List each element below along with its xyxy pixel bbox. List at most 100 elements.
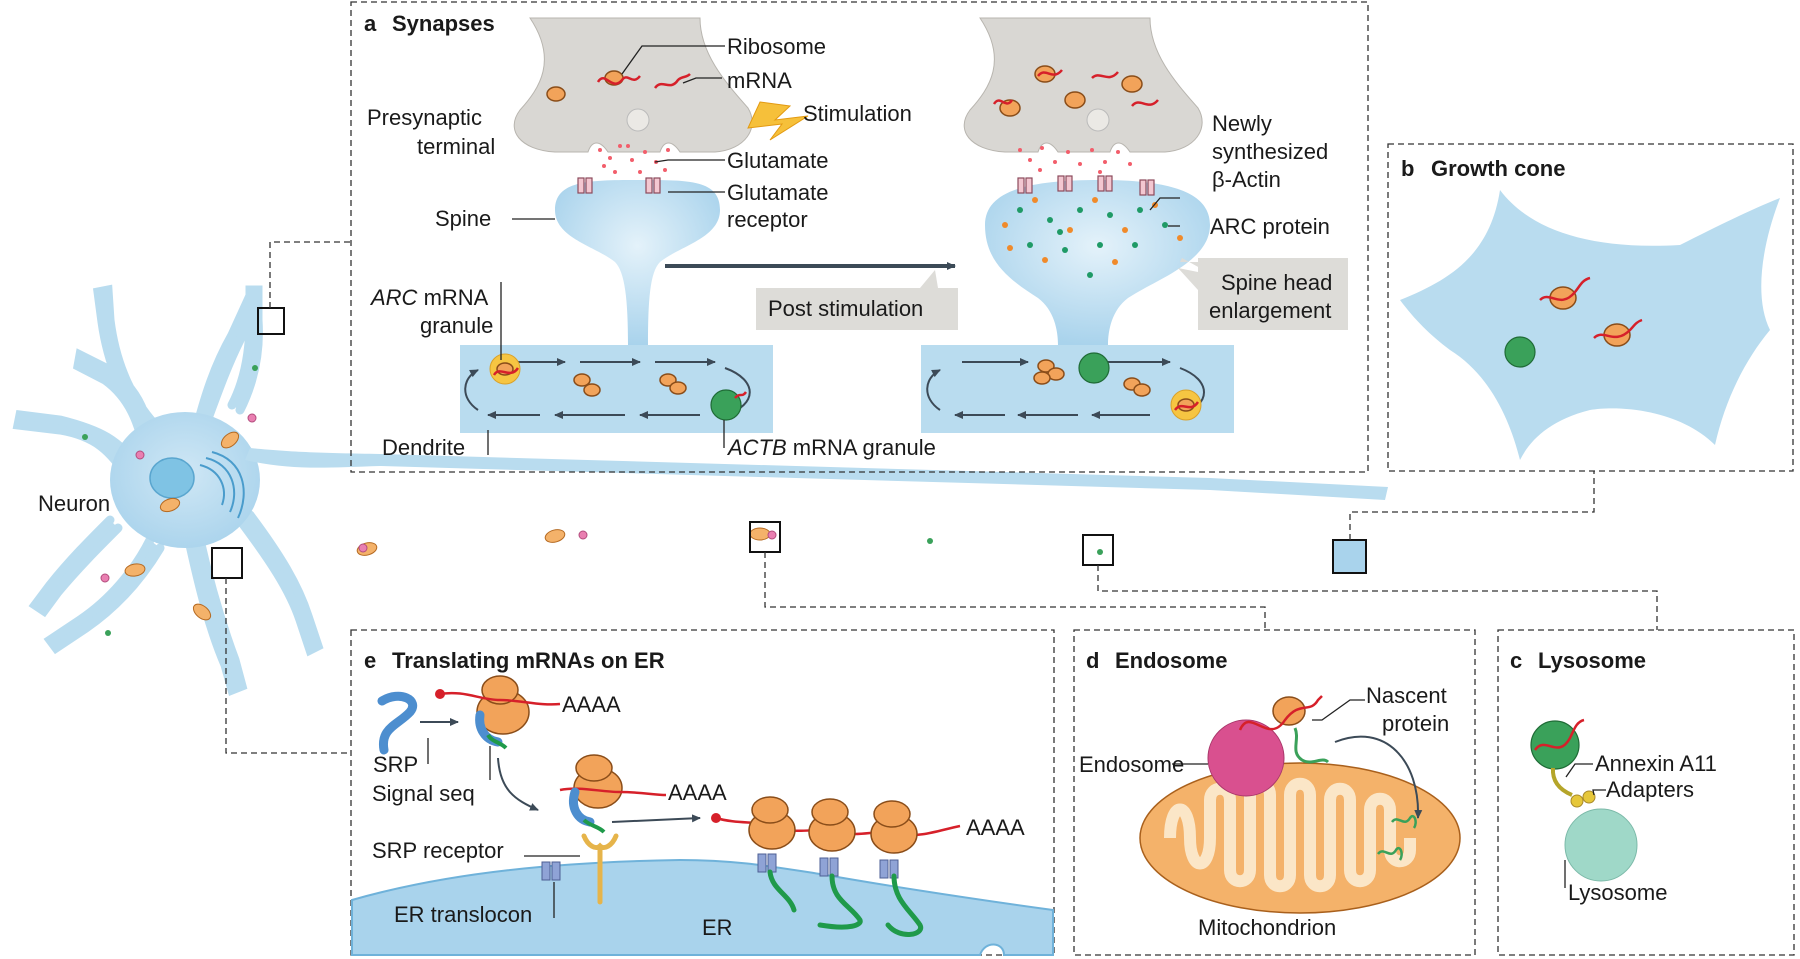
panel-b-letter: b	[1401, 156, 1414, 181]
label-endosome: Endosome	[1079, 752, 1184, 777]
zoom-box-er	[211, 547, 243, 579]
label-mrna: mRNA	[727, 68, 792, 93]
panel-e-letter: e	[364, 648, 376, 673]
vesicles-neuron	[100, 413, 777, 583]
label-lysosome: Lysosome	[1568, 880, 1667, 905]
label-dendrite: Dendrite	[382, 435, 465, 460]
arc-granule-right	[1170, 389, 1202, 421]
spine-enlargement-label-2: enlargement	[1209, 298, 1331, 323]
glutamate-receptors-left	[577, 177, 661, 194]
label-arc-granule-2: granule	[420, 313, 493, 338]
label-presynaptic-2: terminal	[417, 134, 495, 159]
connectors	[225, 241, 1658, 754]
panel-e-border	[350, 629, 1055, 956]
zoom-box-synapse	[257, 307, 285, 335]
ribosomes-dendrite-left	[573, 373, 687, 397]
label-annexin: Annexin A11	[1595, 751, 1717, 776]
label-polya-2: AAAA	[668, 780, 727, 805]
signal-seq-1	[486, 733, 508, 750]
annexin-linker	[1550, 767, 1573, 797]
er-translocons	[541, 853, 899, 881]
label-adapters: Adapters	[1606, 777, 1694, 802]
newly-synthesized-proteins	[1002, 197, 1183, 278]
label-signal-seq: Signal seq	[372, 781, 475, 806]
nascent-protein-chain	[1293, 727, 1330, 764]
actb-granule-right	[1078, 352, 1110, 384]
label-arc-granule-1: ARC mRNA	[369, 285, 489, 310]
panel-c-title: Lysosome	[1538, 648, 1646, 673]
spine-left	[555, 180, 720, 345]
panel-d-endosome: d Endosome Nascent protein Endosome Mito…	[1073, 629, 1476, 956]
mrna-presynaptic-right	[992, 69, 1159, 107]
label-er: ER	[702, 915, 733, 940]
presynaptic-vesicle-left	[626, 108, 650, 132]
endosome	[1207, 719, 1285, 797]
panel-b-title: Growth cone	[1431, 156, 1565, 181]
mrna-presynaptic-left	[596, 75, 641, 85]
label-er-translocon: ER translocon	[394, 902, 532, 927]
glutamate-dots-right	[1018, 146, 1132, 174]
label-ribosome: Ribosome	[727, 34, 826, 59]
spine-enlargement-callout: Spine head enlargement	[1178, 258, 1348, 330]
panel-d-letter: d	[1086, 648, 1099, 673]
panel-d-border	[1073, 629, 1476, 956]
polysome-ribosomes	[748, 796, 918, 854]
actb-granule-left	[710, 389, 748, 421]
label-polya-1: AAAA	[562, 692, 621, 717]
label-srp: SRP	[373, 752, 418, 777]
spine-right	[985, 180, 1210, 345]
panel-e-er: e Translating mRNAs on ER	[350, 629, 1055, 956]
adapter-1	[1570, 794, 1584, 808]
panel-a-title: Synapses	[392, 11, 495, 36]
nascent-arrow	[1334, 735, 1423, 819]
panel-a-leaders	[487, 45, 1180, 455]
zoom-box-growth-cone	[1332, 539, 1367, 574]
panel-c-lysosome: c Lysosome Annexin A11 Adapters Lysosome	[1497, 629, 1795, 956]
label-arc-protein: ARC protein	[1210, 214, 1330, 239]
panel-b-growth-cone: b Growth cone	[1387, 143, 1794, 472]
nascent-chains-er	[767, 869, 924, 937]
nucleus	[149, 457, 195, 499]
label-newly-1: Newly	[1212, 111, 1272, 136]
srp-receptor	[581, 833, 619, 905]
neuron-label: Neuron	[38, 491, 110, 516]
panel-a-letter: a	[364, 11, 377, 36]
axon	[245, 448, 1388, 500]
mitochondrion-cristae	[1164, 777, 1416, 893]
label-mitochondrion: Mitochondrion	[1198, 915, 1336, 940]
panel-a-synapses: a Synapses	[350, 1, 1369, 473]
arc-granule-left	[489, 353, 521, 385]
glutamate-dots-left	[598, 144, 670, 174]
lightning-icon	[747, 101, 809, 141]
growth-cone-ribosomes	[1504, 276, 1643, 368]
panel-e-title: Translating mRNAs on ER	[392, 648, 665, 673]
label-stimulation: Stimulation	[803, 101, 912, 126]
label-glutamate-receptor-2: receptor	[727, 207, 808, 232]
panel-d-title: Endosome	[1115, 648, 1227, 673]
label-glutamate-receptor-1: Glutamate	[727, 180, 829, 205]
label-newly-3: β-Actin	[1212, 167, 1281, 192]
label-polya-3: AAAA	[966, 815, 1025, 840]
spine-enlargement-label-1: Spine head	[1221, 270, 1332, 295]
presynaptic-terminal-left	[513, 17, 753, 153]
panel-c-letter: c	[1510, 648, 1522, 673]
srp-free	[377, 691, 417, 755]
label-nascent-1: Nascent	[1366, 683, 1447, 708]
adapter-2	[1582, 790, 1596, 804]
label-nascent-2: protein	[1382, 711, 1449, 736]
panel-b-border	[1387, 143, 1794, 472]
glutamate-receptors-right	[1017, 175, 1155, 196]
label-presynaptic-1: Presynaptic	[367, 105, 482, 130]
ribosomes-dendrite-right	[1033, 359, 1151, 397]
granules-neuron	[82, 365, 1103, 636]
neuron-dendrites	[12, 284, 324, 697]
label-srp-receptor: SRP receptor	[372, 838, 504, 863]
growth-cone-shape	[1400, 190, 1780, 460]
label-spine: Spine	[435, 206, 491, 231]
lysosome-granule	[1530, 720, 1580, 770]
neuron: Neuron	[12, 284, 1388, 697]
label-newly-2: synthesized	[1212, 139, 1328, 164]
presynaptic-terminal-right	[963, 17, 1203, 153]
presynaptic-vesicle-right	[1086, 108, 1110, 132]
